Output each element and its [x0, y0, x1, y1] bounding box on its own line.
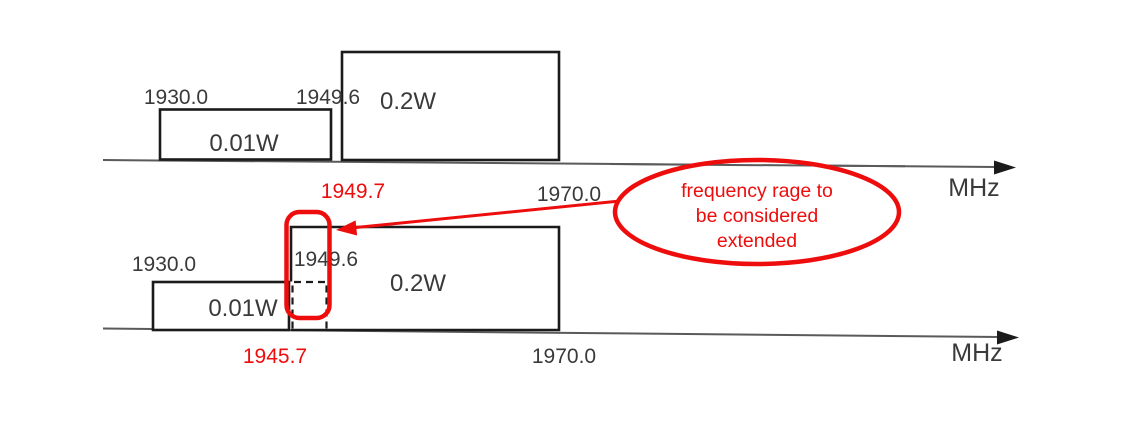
top-band-boundary-label: 1949.6	[296, 86, 360, 109]
top-band-start-label: 1930.0	[144, 86, 208, 109]
top-diagram: 1930.0 1949.6 0.01W 0.2W 1949.7 1970.0 M…	[102, 50, 1016, 206]
bottom-high-power-label: 0.2W	[390, 270, 446, 297]
annotation-arrow-line	[350, 196, 651, 230]
annotation-text-line2: be considered	[696, 205, 819, 227]
bottom-band-end-label: 1970.0	[532, 345, 596, 368]
bottom-old-boundary-label: 1949.6	[294, 248, 358, 271]
top-axis-unit-label: MHz	[948, 174, 999, 202]
bottom-low-power-band	[151, 280, 291, 332]
annotation-layer: frequency rage to be considered extended	[284, 157, 906, 321]
top-high-power-label: 0.2W	[380, 88, 436, 115]
top-low-power-band	[158, 108, 333, 161]
annotation-text-line1: frequency rage to	[681, 180, 833, 202]
extension-highlight-box	[284, 209, 332, 321]
annotation-text-line3: extended	[717, 230, 797, 252]
bottom-axis-unit-label: MHz	[951, 339, 1002, 367]
top-high-band-start-label: 1949.7	[321, 180, 385, 203]
annotation-arrow-icon	[336, 220, 358, 236]
bottom-band-start-label: 1930.0	[132, 253, 196, 276]
top-axis-over-ellipse-segment	[609, 163, 906, 168]
top-low-power-label: 0.01W	[209, 130, 279, 157]
bottom-diagram: 1930.0 0.01W 1949.6 0.2W 1945.7 1970.0 M…	[102, 225, 1019, 368]
top-high-power-band	[340, 50, 561, 162]
bottom-axis-arrow-icon	[997, 330, 1019, 345]
former-boundary-dashed-outline	[291, 280, 328, 329]
top-band-end-label: 1970.0	[537, 183, 601, 206]
bottom-high-band-start-label: 1945.7	[243, 345, 307, 368]
bottom-low-power-label: 0.01W	[208, 295, 278, 322]
annotation-ellipse-outline	[612, 157, 902, 267]
bottom-high-power-band-extended	[289, 225, 561, 332]
top-axis-arrow-icon	[994, 160, 1016, 175]
annotation-ellipse-fill	[615, 160, 899, 264]
